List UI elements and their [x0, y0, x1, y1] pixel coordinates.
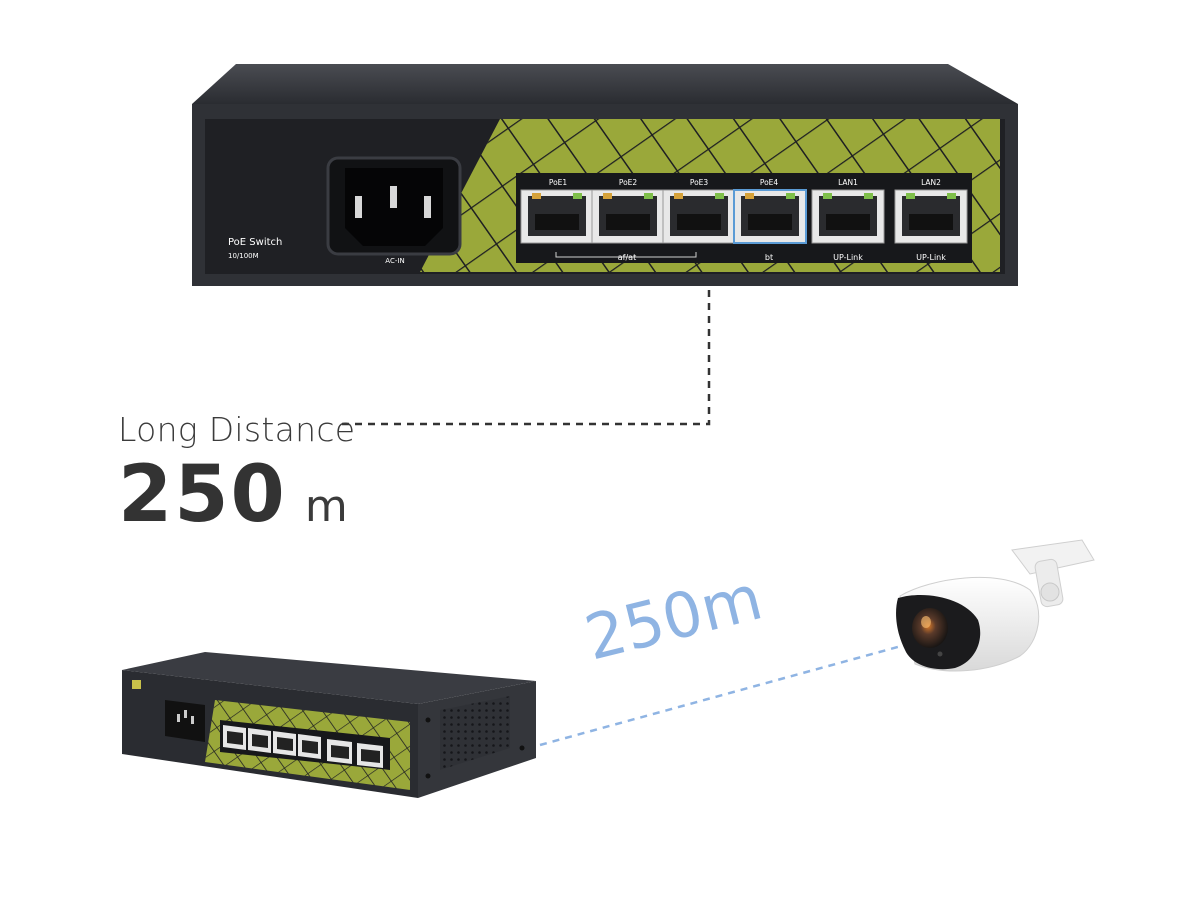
power-socket-icon	[165, 700, 205, 742]
link-distance-label: 250m	[578, 560, 769, 674]
port-label: LAN2	[921, 178, 941, 187]
mini-ports	[223, 725, 383, 768]
ethernet-port-icon	[909, 214, 953, 230]
ethernet-port-icon	[535, 214, 579, 230]
port-label: PoE4	[760, 178, 779, 187]
afat-label: af/at	[618, 253, 636, 262]
distance-connector	[336, 290, 711, 426]
brand-logo	[132, 680, 141, 689]
afat-bracket	[555, 252, 697, 258]
ethernet-port-icon	[748, 214, 792, 230]
port-poe2[interactable]: PoE2	[591, 178, 665, 244]
power-socket-icon	[326, 156, 462, 256]
long-distance-caption: Long Distance	[118, 410, 356, 449]
ethernet-port-icon	[606, 214, 650, 230]
speed-label: 10/100M	[228, 252, 259, 260]
port-poe3[interactable]: PoE3	[662, 178, 736, 244]
ethernet-port-icon	[826, 214, 870, 230]
port-label: PoE2	[619, 178, 638, 187]
bt-label: bt	[765, 253, 773, 262]
security-camera-icon	[896, 539, 1095, 672]
power-label: AC-IN	[385, 257, 404, 265]
camera-link	[539, 643, 906, 747]
switch-lid	[192, 64, 1018, 104]
distance-headline: 250 m	[118, 450, 348, 540]
uplink2-label: UP-Link	[916, 253, 946, 262]
top-switch: AC-IN PoE Switch 10/100M PoE1 PoE2 PoE3	[192, 64, 1018, 286]
port-label: PoE3	[690, 178, 709, 187]
model-label: PoE Switch	[228, 237, 282, 248]
port-poe4[interactable]: PoE4	[733, 178, 807, 244]
ethernet-port-icon	[677, 214, 721, 230]
distance-unit: m	[304, 481, 348, 532]
uplink1-label: UP-Link	[833, 253, 863, 262]
port-label: PoE1	[549, 178, 568, 187]
port-label: LAN1	[838, 178, 858, 187]
port-lan1[interactable]: LAN1	[811, 178, 885, 244]
port-lan2[interactable]: LAN2	[894, 178, 968, 244]
bottom-switch	[122, 652, 536, 798]
distance-value: 250	[118, 450, 287, 540]
